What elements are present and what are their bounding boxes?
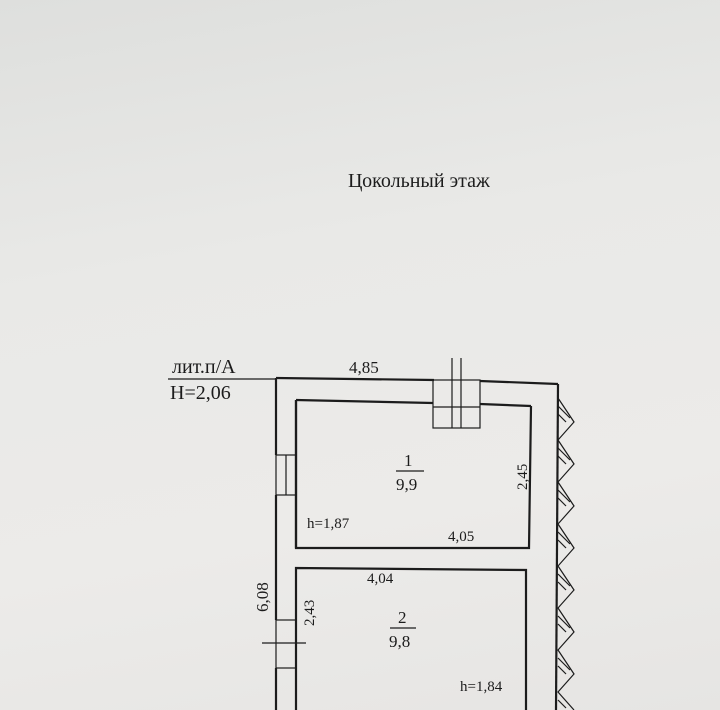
earth-hatching	[557, 397, 575, 710]
room-2-area: 9,8	[389, 632, 410, 651]
floor-title: Цокольный этаж	[348, 170, 490, 192]
door-opening-lower-left	[262, 619, 306, 669]
room-1-ceiling-height: h=1,87	[307, 516, 350, 532]
room-1: 1 9,9 4,05 h=1,87 2,45	[294, 400, 533, 550]
room-1-depth-dimension: 2,45	[515, 464, 531, 490]
room-1-area: 9,9	[396, 475, 417, 494]
room-2-depth-dimension: 2,43	[302, 600, 318, 626]
building-letter-label: лит.п/А	[172, 356, 236, 378]
room-1-width-dimension: 4,05	[448, 529, 474, 545]
door-opening-left	[275, 454, 297, 496]
outer-wall	[274, 376, 560, 710]
room-2-width-dimension: 4,04	[367, 571, 394, 587]
building-height-label: H=2,06	[170, 382, 231, 404]
room-2-ceiling-height: h=1,84	[460, 679, 503, 695]
room-2-number: 2	[398, 608, 407, 627]
overall-width-dimension: 4,85	[349, 358, 379, 377]
window-top	[432, 358, 481, 429]
room-2: 4,04 2 9,8 h=1,84 2,43	[294, 566, 528, 710]
overall-length-dimension: 6,08	[253, 582, 272, 612]
room-1-number: 1	[404, 451, 413, 470]
